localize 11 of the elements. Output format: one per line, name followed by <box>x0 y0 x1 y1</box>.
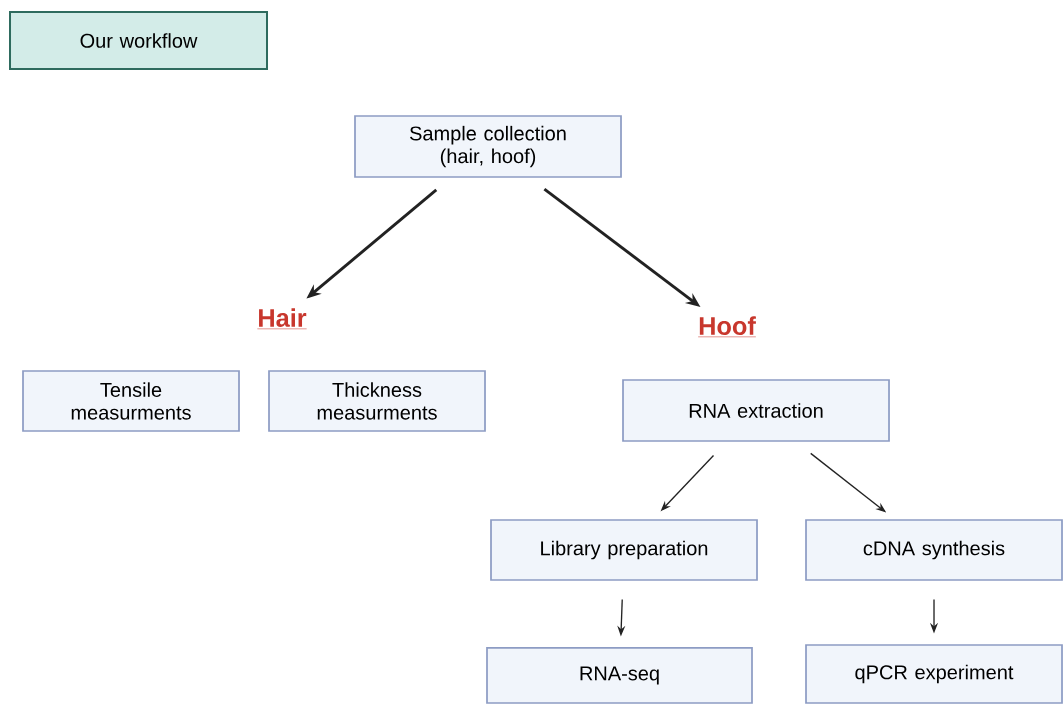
process-box: RNA-seq <box>486 647 753 704</box>
process-box: Sample collection (hair, hoof) <box>354 115 622 178</box>
process-box: qPCR experiment <box>805 644 1063 704</box>
process-box: RNA extraction <box>622 379 890 442</box>
title-box: Our workflow <box>9 11 268 70</box>
process-box: Tensile measurments <box>22 370 240 432</box>
process-box: Thickness measurments <box>268 370 486 432</box>
process-box: cDNA synthesis <box>805 519 1063 581</box>
process-box: Library preparation <box>490 519 758 581</box>
section-heading: Hoof <box>697 316 757 338</box>
section-heading: Hair <box>257 308 307 330</box>
